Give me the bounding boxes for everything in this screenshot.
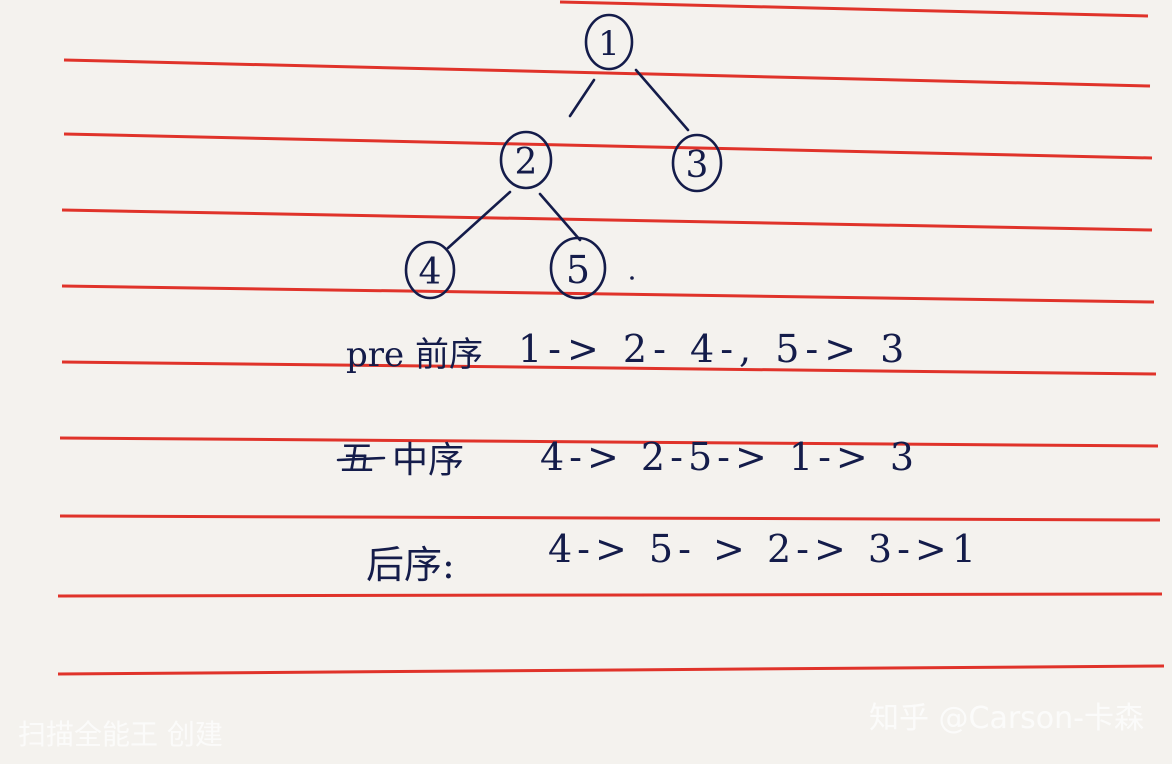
rule-line (63, 132, 1153, 160)
node-circle (404, 240, 456, 300)
node-circle (499, 130, 553, 190)
watermarks: 扫描全能王 创建 知乎 @Carson-卡森 (18, 701, 1144, 751)
rule-line (63, 58, 1151, 88)
rule-line (61, 360, 1157, 376)
inorder-label: 中序 (392, 440, 464, 481)
rule-line (59, 514, 1161, 522)
rule-line (57, 592, 1163, 598)
binary-tree: 1 2 3 4 5 (404, 13, 723, 300)
edge-1-3 (634, 68, 690, 132)
postorder-sequence: 4-> 5- > 2-> 3->1 (548, 527, 981, 571)
node-label: 4 (419, 252, 442, 293)
strike-through (336, 456, 386, 462)
tree-node-5: 5 (549, 236, 607, 300)
node-label: 3 (686, 145, 709, 186)
rule-line (61, 284, 1155, 304)
edge-2-5 (538, 192, 582, 242)
node-circle (671, 133, 723, 193)
tree-node-4: 4 (404, 240, 456, 300)
scanner-watermark: 扫描全能王 创建 (18, 718, 223, 751)
edge-1-2 (568, 78, 596, 118)
preorder-sequence: 1-> 2- 4-, 5-> 3 (518, 327, 910, 371)
node-label: 2 (515, 142, 538, 183)
tree-node-1: 1 (584, 13, 634, 71)
node-circle (549, 236, 607, 300)
rule-line (61, 208, 1153, 232)
ink-dot (630, 276, 634, 280)
inorder-line: 五 中序 4-> 2-5-> 1-> 3 (336, 435, 919, 481)
postorder-label: 后序: (366, 543, 455, 587)
node-circle (584, 13, 634, 71)
edge-2-4 (446, 190, 512, 250)
rule-line (59, 436, 1159, 448)
preorder-label: pre 前序 (346, 335, 483, 375)
tree-node-3: 3 (671, 133, 723, 193)
node-label: 1 (598, 24, 620, 64)
ruled-lines (57, 0, 1165, 676)
postorder-line: 后序: 4-> 5- > 2-> 3->1 (366, 527, 981, 587)
rule-line (559, 0, 1149, 18)
zhihu-watermark: 知乎 @Carson-卡森 (869, 701, 1144, 736)
preorder-line: pre 前序 1-> 2- 4-, 5-> 3 (346, 327, 910, 375)
tree-node-2: 2 (499, 130, 553, 190)
node-label: 5 (566, 248, 590, 292)
inorder-sequence: 4-> 2-5-> 1-> 3 (540, 435, 919, 479)
rule-line (57, 664, 1165, 676)
